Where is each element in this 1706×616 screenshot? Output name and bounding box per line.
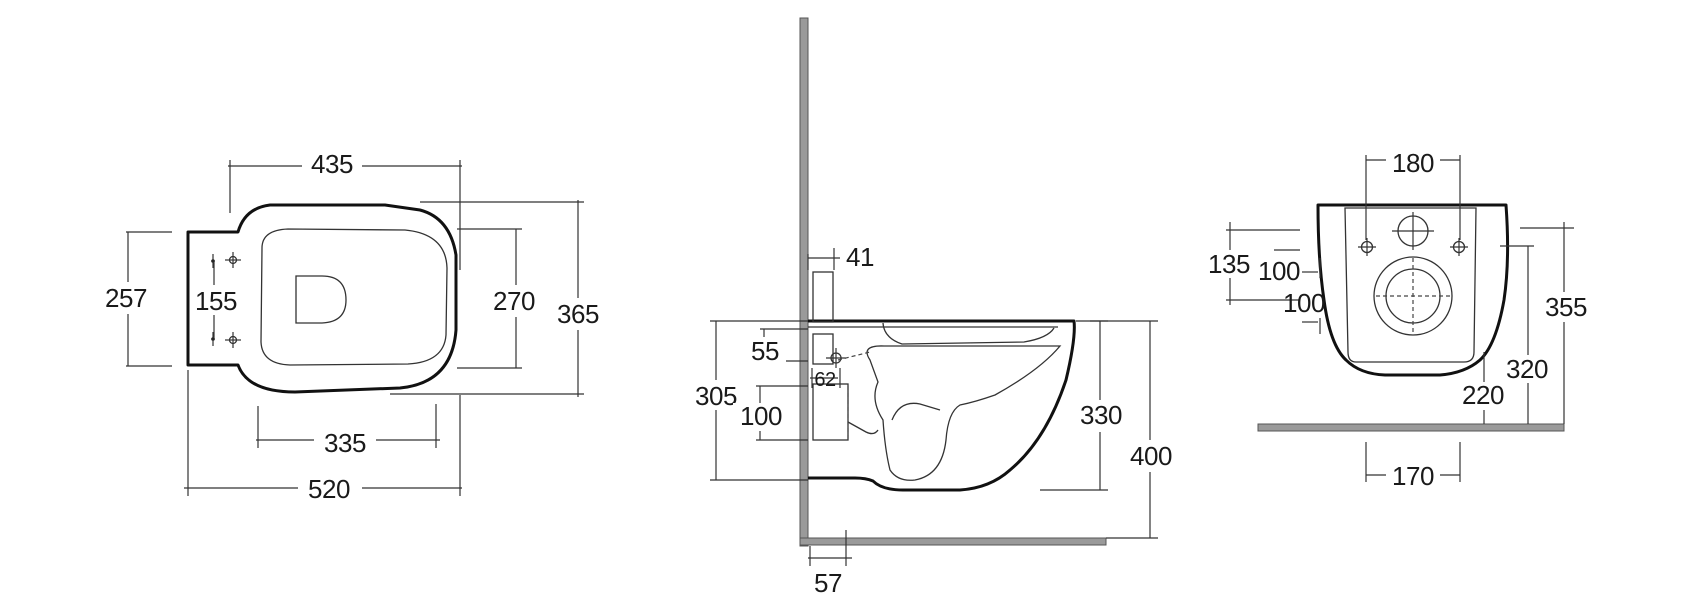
- dim-270: 270: [493, 286, 535, 316]
- dim-62: 62: [814, 369, 836, 391]
- dim-435: 435: [311, 149, 353, 179]
- dim-100-front-a: 100: [1258, 256, 1300, 286]
- dim-155: 155: [195, 286, 237, 316]
- side-view-bowl: [866, 345, 1062, 481]
- fixing-points: [211, 252, 241, 348]
- top-view-outline: [186, 203, 458, 394]
- front-view: 180 135 100 100 355 320 220: [1204, 148, 1596, 491]
- dim-180: 180: [1392, 148, 1434, 178]
- front-view-inner: [1344, 207, 1477, 363]
- dim-365: 365: [557, 299, 599, 329]
- top-view: 435 257 155 270 365 335 520: [96, 148, 612, 504]
- side-view: 41 55 62 305 100 330 400: [686, 17, 1182, 598]
- dim-220: 220: [1462, 380, 1504, 410]
- top-view-seat: [260, 228, 448, 366]
- floor: [799, 537, 1107, 546]
- dim-100-front-b: 100: [1283, 288, 1325, 318]
- top-view-opening: [295, 275, 347, 324]
- dim-55: 55: [751, 336, 779, 366]
- dim-135: 135: [1208, 249, 1250, 279]
- dim-320: 320: [1506, 354, 1548, 384]
- front-floor: [1257, 423, 1565, 432]
- dim-520: 520: [308, 474, 350, 504]
- side-view-outline: [808, 319, 1076, 492]
- dim-335: 335: [324, 428, 366, 458]
- dim-355: 355: [1545, 292, 1587, 322]
- dim-330: 330: [1080, 400, 1122, 430]
- dim-100-side: 100: [740, 401, 782, 431]
- dim-57: 57: [814, 568, 842, 598]
- dim-305: 305: [695, 381, 737, 411]
- front-outlet-outer: [1373, 256, 1453, 336]
- dim-400: 400: [1130, 441, 1172, 471]
- wall: [799, 17, 809, 547]
- dim-257: 257: [105, 283, 147, 313]
- dim-170: 170: [1392, 461, 1434, 491]
- front-view-outline: [1316, 203, 1510, 377]
- dim-41: 41: [846, 242, 874, 272]
